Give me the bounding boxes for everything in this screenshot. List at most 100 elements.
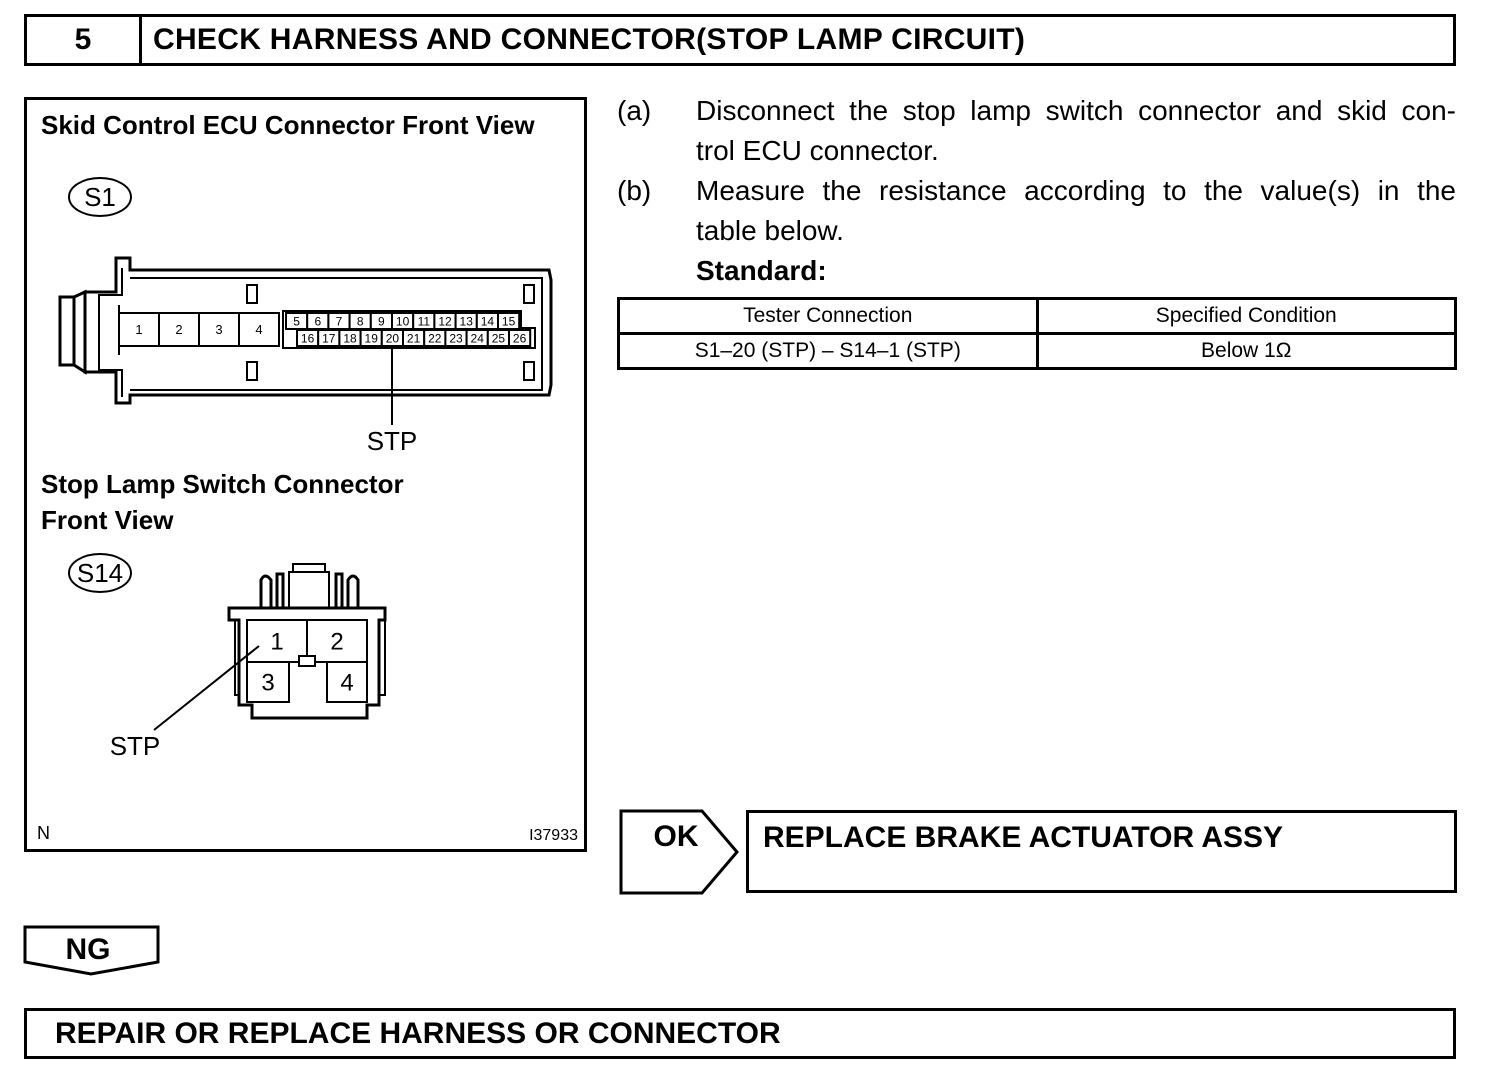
pin-cell: 13 [454,312,478,330]
svg-text:19: 19 [365,331,379,345]
pin-cell: 20 [380,329,404,347]
ng-label: NG [66,933,111,966]
standard-label: Standard: [696,255,827,286]
svg-text:9: 9 [378,314,385,328]
table-row: S1–20 (STP) – S14–1 (STP) Below 1Ω [617,332,1457,370]
s14-pin-cells: 1 2 3 4 [246,619,368,703]
ecu-connector-body [58,256,553,405]
instruction-a-label: (a) [617,95,652,126]
switch-connector-body [227,563,387,720]
pin-cell: 12 [433,312,457,330]
svg-text:13: 13 [460,314,474,328]
corner-mark: N [37,823,50,843]
connector-latch [298,655,316,667]
pin-cell: 9 [369,312,393,330]
pin-cell: 18 [338,329,362,347]
svg-text:5: 5 [293,314,300,328]
pin-cell: 3 [198,312,240,347]
figure-id: I37933 [529,827,578,844]
svg-text:11: 11 [418,314,431,328]
step-number: 5 [27,17,142,63]
pin-cell: 24 [465,329,489,347]
s14-label: S14 [77,558,123,588]
svg-text:20: 20 [386,331,400,345]
svg-text:23: 23 [449,331,463,345]
pin-cell: 4 [326,661,368,703]
ecu-stp-label: STP [367,426,418,456]
ok-label: OK [654,820,699,853]
pin-cell: 8 [348,312,372,330]
ng-action-text: REPAIR OR REPLACE HARNESS OR CONNECTOR [55,1017,781,1050]
pin-cell: 2 [158,312,200,347]
svg-text:6: 6 [314,314,321,328]
table-header-cell: Specified Condition [1035,297,1457,335]
pin-cell: 5 [285,312,309,330]
pin-cell: 21 [402,329,426,347]
step-title: CHECK HARNESS AND CONNECTOR(STOP LAMP CI… [153,23,1026,56]
table-header-cell: Tester Connection [617,297,1039,335]
s1-label: S1 [84,182,116,212]
pin-cell: 17 [317,329,341,347]
svg-text:2: 2 [330,629,343,656]
svg-text:25: 25 [492,331,506,345]
pin-cell: 1 [118,312,160,347]
table-header-row: Tester Connection Specified Condition [617,297,1457,335]
instruction-b-line1: Measure the resistance according to the … [696,175,1456,206]
switch-connector-title-line2: Front View [41,505,174,535]
instruction-b-line2: table below. [696,215,844,246]
pin-cell: 3 [246,661,290,703]
pin-cell: 7 [327,312,351,330]
ecu-connector-title: Skid Control ECU Connector Front View [41,110,535,140]
ng-result-box: REPAIR OR REPLACE HARNESS OR CONNECTOR [24,1008,1456,1059]
spec-table: Tester Connection Specified Condition S1… [617,297,1457,370]
svg-text:15: 15 [502,314,516,328]
switch-connector-title-line1: Stop Lamp Switch Connector [41,469,404,499]
svg-text:7: 7 [336,314,343,328]
step-header: 5 CHECK HARNESS AND CONNECTOR(STOP LAMP … [24,14,1456,66]
svg-text:10: 10 [396,314,410,328]
svg-text:8: 8 [357,314,364,328]
ok-result-box: REPLACE BRAKE ACTUATOR ASSY [746,810,1457,893]
s14-oval [68,553,132,593]
switch-stp-leader [153,645,260,731]
instruction-b-label: (b) [617,175,652,206]
pin-cell: 11 [412,312,436,330]
table-cell: Below 1Ω [1035,332,1457,370]
svg-text:21: 21 [407,331,421,345]
svg-text:2: 2 [175,322,182,337]
svg-text:4: 4 [340,670,353,697]
pin-cell: 19 [359,329,383,347]
instruction-a-line1: Disconnect the stop lamp switch connecto… [696,95,1456,126]
connector-figure: Skid Control ECU Connector Front View S1… [24,97,587,852]
pin-cell: 15 [497,312,521,330]
s1-oval [68,177,132,217]
pin-cell: 22 [423,329,447,347]
svg-text:17: 17 [322,331,336,345]
svg-text:1: 1 [270,629,283,656]
ok-action-text: REPLACE BRAKE ACTUATOR ASSY [763,821,1284,854]
ok-arrow-shape: OK [619,809,739,895]
pin-cell: 10 [391,312,415,330]
svg-text:3: 3 [261,670,274,697]
svg-text:3: 3 [215,322,222,337]
instruction-a-line2: trol ECU connector. [696,135,939,166]
svg-text:18: 18 [343,331,357,345]
pin-cell: 1 [246,619,308,663]
svg-text:16: 16 [301,331,315,345]
svg-text:26: 26 [513,331,527,345]
pin-cell: 14 [475,312,499,330]
pin-cell: 26 [508,329,532,347]
pin-cell: 23 [444,329,468,347]
svg-text:1: 1 [135,322,142,337]
table-cell: S1–20 (STP) – S14–1 (STP) [617,332,1039,370]
svg-text:22: 22 [428,331,442,345]
pin-cell: 25 [486,329,510,347]
pin-cell: 16 [296,329,320,347]
pin-cell: 6 [306,312,330,330]
svg-text:24: 24 [471,331,485,345]
pin-cell: 2 [306,619,368,663]
small-pin-block-outline [282,310,536,349]
